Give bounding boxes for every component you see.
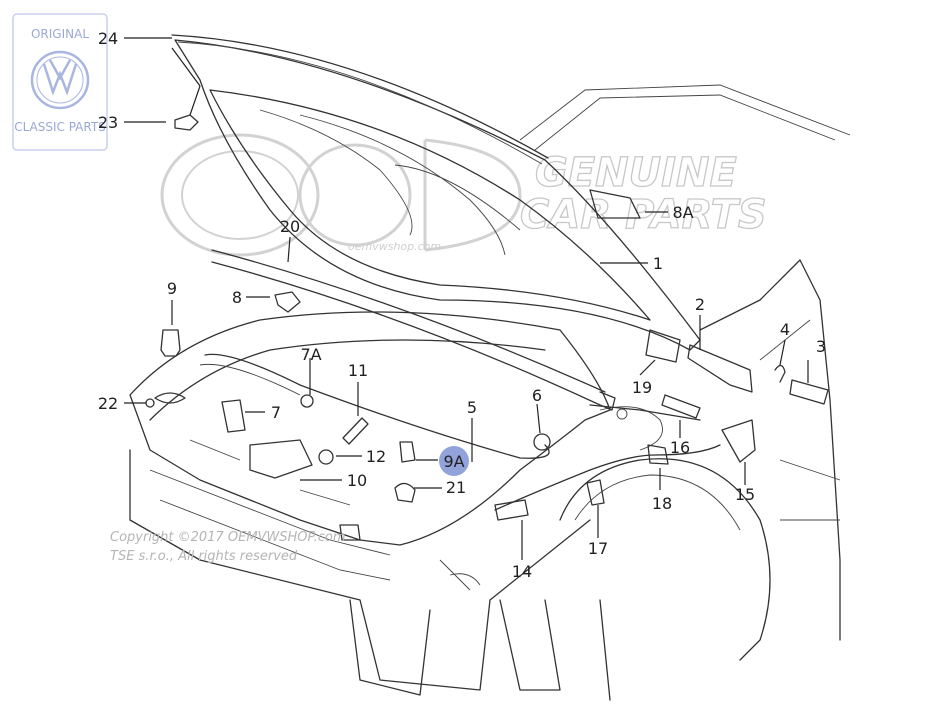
callout-14[interactable]: 14 — [512, 562, 532, 581]
front-panel — [129, 311, 701, 696]
watermark-line1: GENUINE — [535, 150, 737, 196]
callout-7[interactable]: 7 — [271, 403, 281, 422]
callout-23[interactable]: 23 — [98, 113, 118, 132]
callout-8[interactable]: 8 — [232, 288, 242, 307]
callout-1[interactable]: 1 — [653, 254, 663, 273]
callout-12[interactable]: 12 — [366, 447, 386, 466]
callout-2[interactable]: 2 — [695, 295, 705, 314]
copyright-line1: Copyright ©2017 OEMVWSHOP.com — [110, 530, 346, 545]
callout-9a[interactable]: 9A — [443, 452, 464, 471]
badge-bottom-text: CLASSIC PARTS — [14, 120, 106, 134]
hood — [171, 34, 701, 351]
part-20-seal — [211, 249, 616, 411]
badge-top-text: ORIGINAL — [31, 27, 89, 41]
copyright-notice: Copyright ©2017 OEMVWSHOP.com TSE s.r.o.… — [110, 530, 346, 564]
callout-20[interactable]: 20 — [280, 217, 300, 236]
callout-16[interactable]: 16 — [670, 438, 690, 457]
copyright-line2: TSE s.r.o., All rights reserved — [110, 549, 298, 564]
callout-10[interactable]: 10 — [347, 471, 367, 490]
callout-24[interactable]: 24 — [98, 29, 118, 48]
callout-8a[interactable]: 8A — [672, 203, 693, 222]
callout-5[interactable]: 5 — [467, 398, 477, 417]
callout-11[interactable]: 11 — [348, 361, 368, 380]
part-5-release-cable — [199, 353, 721, 511]
watermark-line2: CAR PARTS — [520, 192, 767, 238]
vw-logo-icon — [30, 50, 90, 110]
callout-22[interactable]: 22 — [98, 394, 118, 413]
callout-4[interactable]: 4 — [780, 320, 790, 339]
callout-9[interactable]: 9 — [167, 279, 177, 298]
callout-7a[interactable]: 7A — [300, 345, 321, 364]
callout-18[interactable]: 18 — [652, 494, 672, 513]
callout-15[interactable]: 15 — [735, 485, 755, 504]
highlight-9a-marker — [439, 446, 469, 476]
original-classic-parts-badge: ORIGINAL CLASSIC PARTS — [12, 13, 108, 151]
leader-lines — [124, 37, 809, 560]
callout-21[interactable]: 21 — [446, 478, 466, 497]
watermark-url: oemvwshop.com — [348, 240, 441, 253]
callout-labels: 24 23 20 8A 1 9 8 2 4 3 7A 11 19 22 7 5 … — [98, 29, 826, 581]
callout-6[interactable]: 6 — [532, 386, 542, 405]
callout-17[interactable]: 17 — [588, 539, 608, 558]
small-parts — [145, 114, 829, 541]
callout-3[interactable]: 3 — [816, 337, 826, 356]
callout-19[interactable]: 19 — [632, 378, 652, 397]
car-body-outline — [519, 84, 851, 701]
